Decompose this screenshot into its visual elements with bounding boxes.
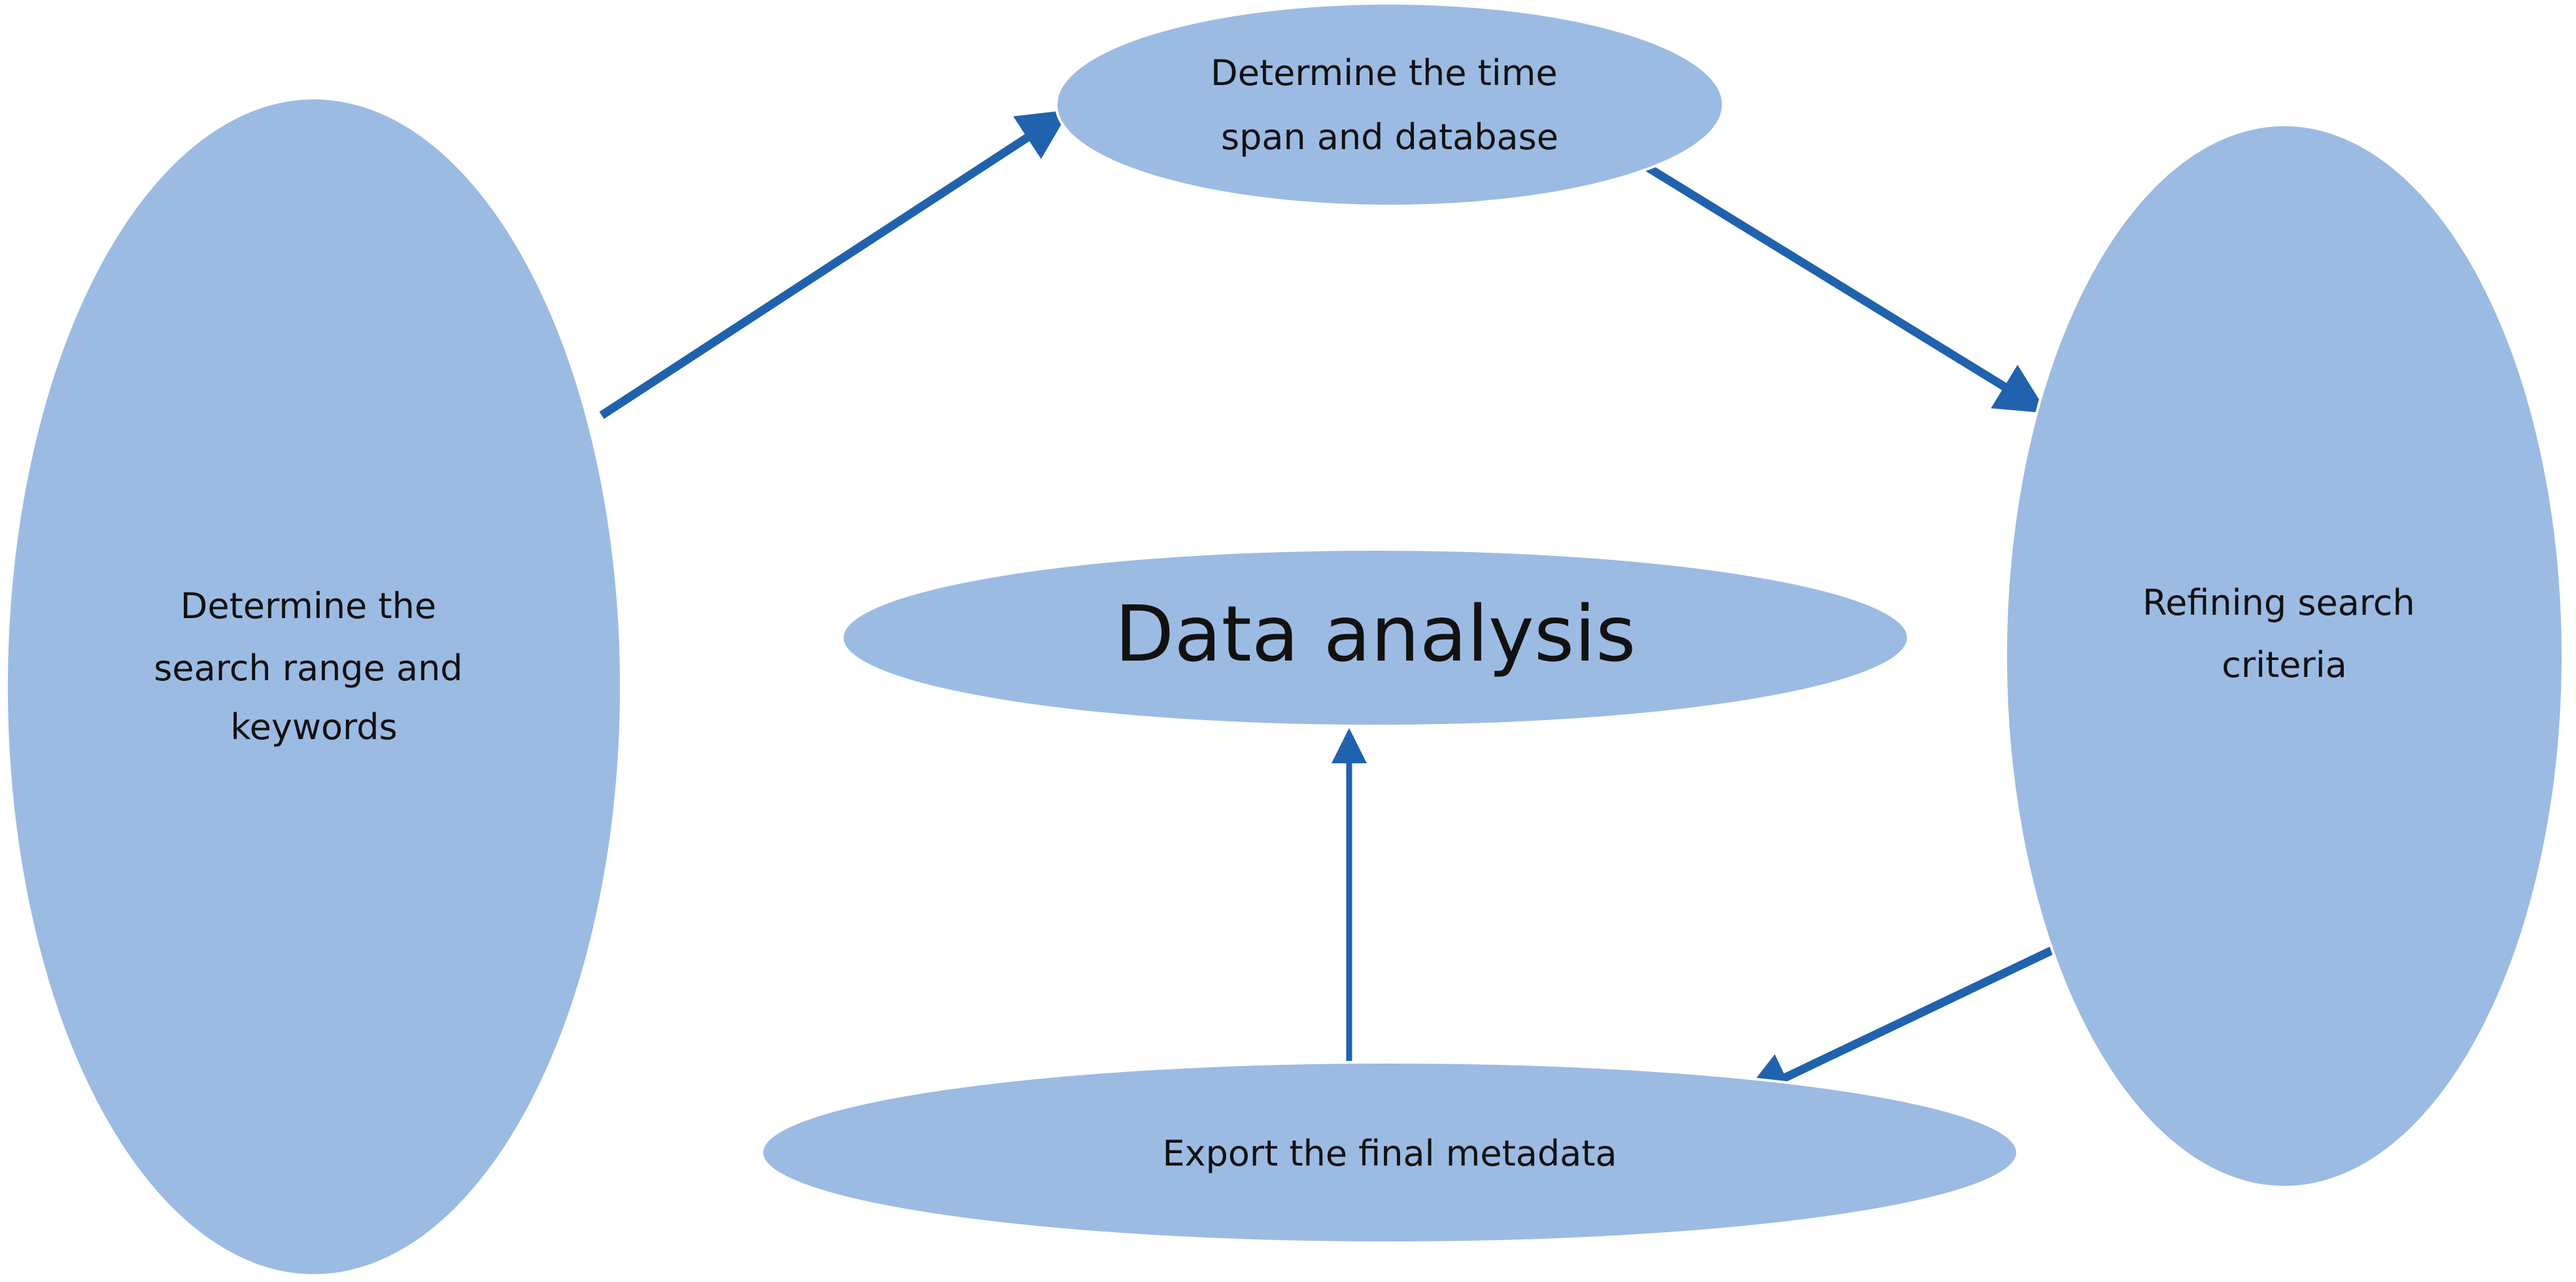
node-time-span-shape — [1055, 2, 1725, 207]
node-search-range-label: Determine the search range and keywords — [154, 585, 474, 748]
arrow-time-to-refining — [1644, 163, 2048, 413]
edges — [599, 109, 2061, 1101]
node-export-shape — [761, 1061, 2019, 1244]
node-search-range: Determine the search range and keywords — [5, 97, 623, 1277]
node-export-label: Export the final metadata — [1163, 1133, 1617, 1174]
node-refining-shape — [2004, 124, 2564, 1188]
arrow-refining-to-export — [1740, 943, 2061, 1101]
node-data-analysis-shape — [841, 548, 1910, 727]
arrow-search-to-time — [599, 109, 1070, 419]
node-refining: Refining search criteria — [2004, 124, 2564, 1188]
node-data-analysis: Data analysis — [841, 548, 1910, 727]
node-time-span-label: Determine the time span and database — [1211, 52, 1569, 158]
node-time-span: Determine the time span and database — [1055, 2, 1725, 207]
node-data-analysis-label: Data analysis — [1114, 589, 1636, 679]
node-refining-label: Refining search criteria — [2142, 582, 2426, 685]
node-search-range-shape — [5, 97, 623, 1277]
node-export: Export the final metadata — [761, 1061, 2019, 1244]
